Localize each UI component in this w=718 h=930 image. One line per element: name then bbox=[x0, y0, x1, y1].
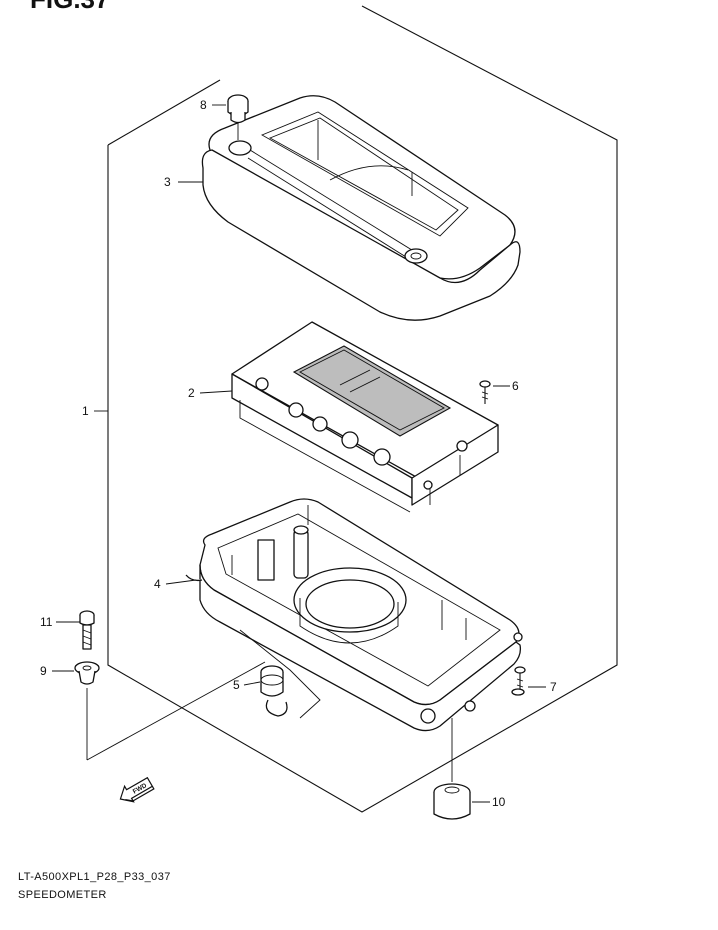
callout-2: 2 bbox=[188, 386, 195, 400]
assembly-outline bbox=[107, 5, 618, 813]
cushion-part-10 bbox=[433, 783, 471, 820]
callout-5: 5 bbox=[233, 678, 240, 692]
callout-11: 11 bbox=[40, 615, 53, 629]
leader-lines bbox=[52, 104, 546, 803]
callout-3: 3 bbox=[164, 175, 171, 189]
callout-9: 9 bbox=[40, 664, 47, 678]
figure-heading: FIG.37 bbox=[30, 0, 109, 15]
cushion-part-5 bbox=[260, 665, 284, 697]
callout-7: 7 bbox=[550, 680, 557, 694]
callout-10: 10 bbox=[492, 795, 506, 809]
screw-part-7 bbox=[511, 666, 526, 696]
callout-1: 1 bbox=[82, 404, 89, 418]
assembly-guides bbox=[86, 122, 453, 782]
cushion-part-8 bbox=[227, 94, 249, 124]
callout-numbers: 1 2 3 4 5 6 7 8 9 10 11 bbox=[40, 98, 557, 809]
screw-part-6 bbox=[479, 380, 491, 404]
meter-case-part bbox=[185, 498, 523, 732]
meter-cover-part bbox=[201, 95, 521, 321]
forward-arrow-icon: FWD bbox=[119, 776, 155, 803]
callout-4: 4 bbox=[154, 577, 161, 591]
callout-8: 8 bbox=[200, 98, 207, 112]
callout-6: 6 bbox=[512, 379, 519, 393]
figure-title: SPEEDOMETER bbox=[18, 889, 107, 901]
washer-part-9 bbox=[74, 661, 100, 685]
bolt-part-11 bbox=[79, 610, 95, 650]
figure-code: LT-A500XPL1_P28_P33_037 bbox=[18, 871, 171, 883]
meter-unit-part bbox=[231, 321, 499, 513]
